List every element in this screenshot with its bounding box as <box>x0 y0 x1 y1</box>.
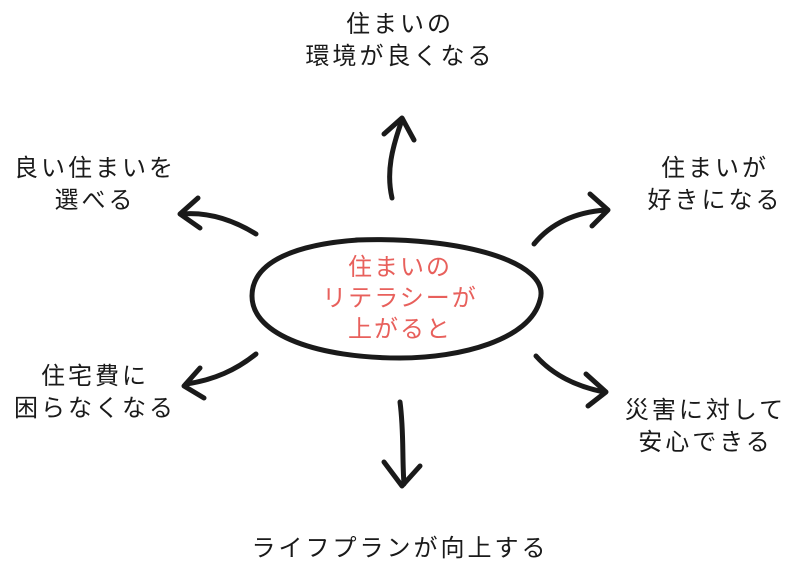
center-line-3: 上がると <box>348 315 452 343</box>
outcome-left-lower-line-2: 困らなくなる <box>14 394 176 422</box>
outcome-bottom: ライフプランが向上する <box>220 532 580 564</box>
arrow-to-left-upper <box>177 195 259 237</box>
outcome-left-upper-line-1: 良い住まいを <box>14 154 176 182</box>
arrow-to-right-upper <box>531 191 611 247</box>
outcome-right-upper-line-1: 住まいが <box>661 154 769 182</box>
outcome-bottom-line-1: ライフプランが向上する <box>251 534 549 562</box>
outcome-left-upper: 良い住まいを 選べる <box>10 152 180 216</box>
outcome-right-lower: 災害に対して 安心できる <box>618 394 793 458</box>
outcome-right-lower-line-1: 災害に対して <box>624 396 787 424</box>
arrow-to-right-lower <box>533 353 609 409</box>
arrow-to-bottom <box>381 399 423 489</box>
outcome-top-line-2: 環境が良くなる <box>305 42 495 70</box>
center-ellipse <box>249 237 544 361</box>
outcome-right-lower-line-2: 安心できる <box>638 428 773 456</box>
outcome-left-lower-line-1: 住宅費に <box>41 362 149 390</box>
center-theme-text: 住まいの リテラシーが 上がると <box>260 252 540 345</box>
arrow-to-top <box>381 115 417 201</box>
outcome-right-upper-line-2: 好きになる <box>647 186 783 214</box>
center-line-1: 住まいの <box>348 253 452 281</box>
outcome-left-lower: 住宅費に 困らなくなる <box>10 360 180 424</box>
outcome-top: 住まいの 環境が良くなる <box>300 8 500 72</box>
center-line-2: リテラシーが <box>322 284 478 312</box>
outcome-right-upper: 住まいが 好きになる <box>640 152 790 216</box>
outcome-left-upper-line-2: 選べる <box>54 186 136 214</box>
arrow-to-left-lower <box>181 351 259 401</box>
outcome-top-line-1: 住まいの <box>346 10 454 38</box>
